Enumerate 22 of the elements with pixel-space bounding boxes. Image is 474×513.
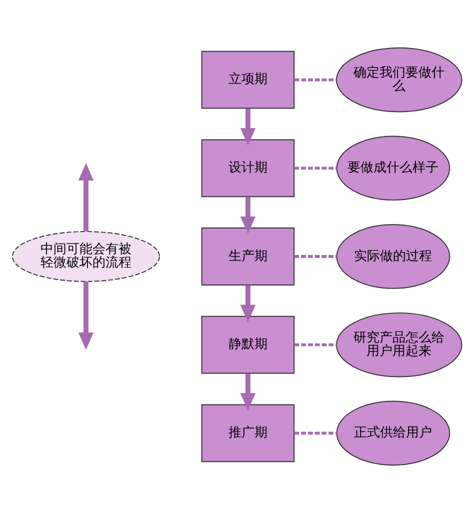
node-box: 立项期	[201, 50, 295, 109]
arrow	[78, 163, 94, 232]
node-ellipse: 中间可能会有被轻微破坏的流程	[12, 231, 160, 282]
arrow	[240, 108, 256, 146]
node-ellipse: 正式供给用户	[336, 400, 450, 466]
node-box: 静默期	[201, 316, 295, 374]
connector	[294, 78, 336, 82]
node-ellipse: 实际做的过程	[336, 224, 450, 289]
connector	[294, 255, 337, 258]
connector	[294, 343, 336, 346]
node-ellipse: 研究产品怎么给用户用起来	[336, 312, 462, 378]
node-box: 生产期	[201, 228, 295, 286]
arrow	[240, 374, 256, 411]
connector	[294, 432, 337, 435]
node-box: 设计期	[201, 139, 295, 198]
arrow	[240, 285, 256, 322]
node-ellipse: 确定我们要做什么	[336, 47, 462, 112]
node-box: 推广期	[201, 404, 295, 462]
connector	[294, 166, 337, 170]
arrow	[240, 196, 256, 234]
node-ellipse: 要做成什么样子	[336, 136, 450, 201]
arrow	[78, 282, 94, 350]
